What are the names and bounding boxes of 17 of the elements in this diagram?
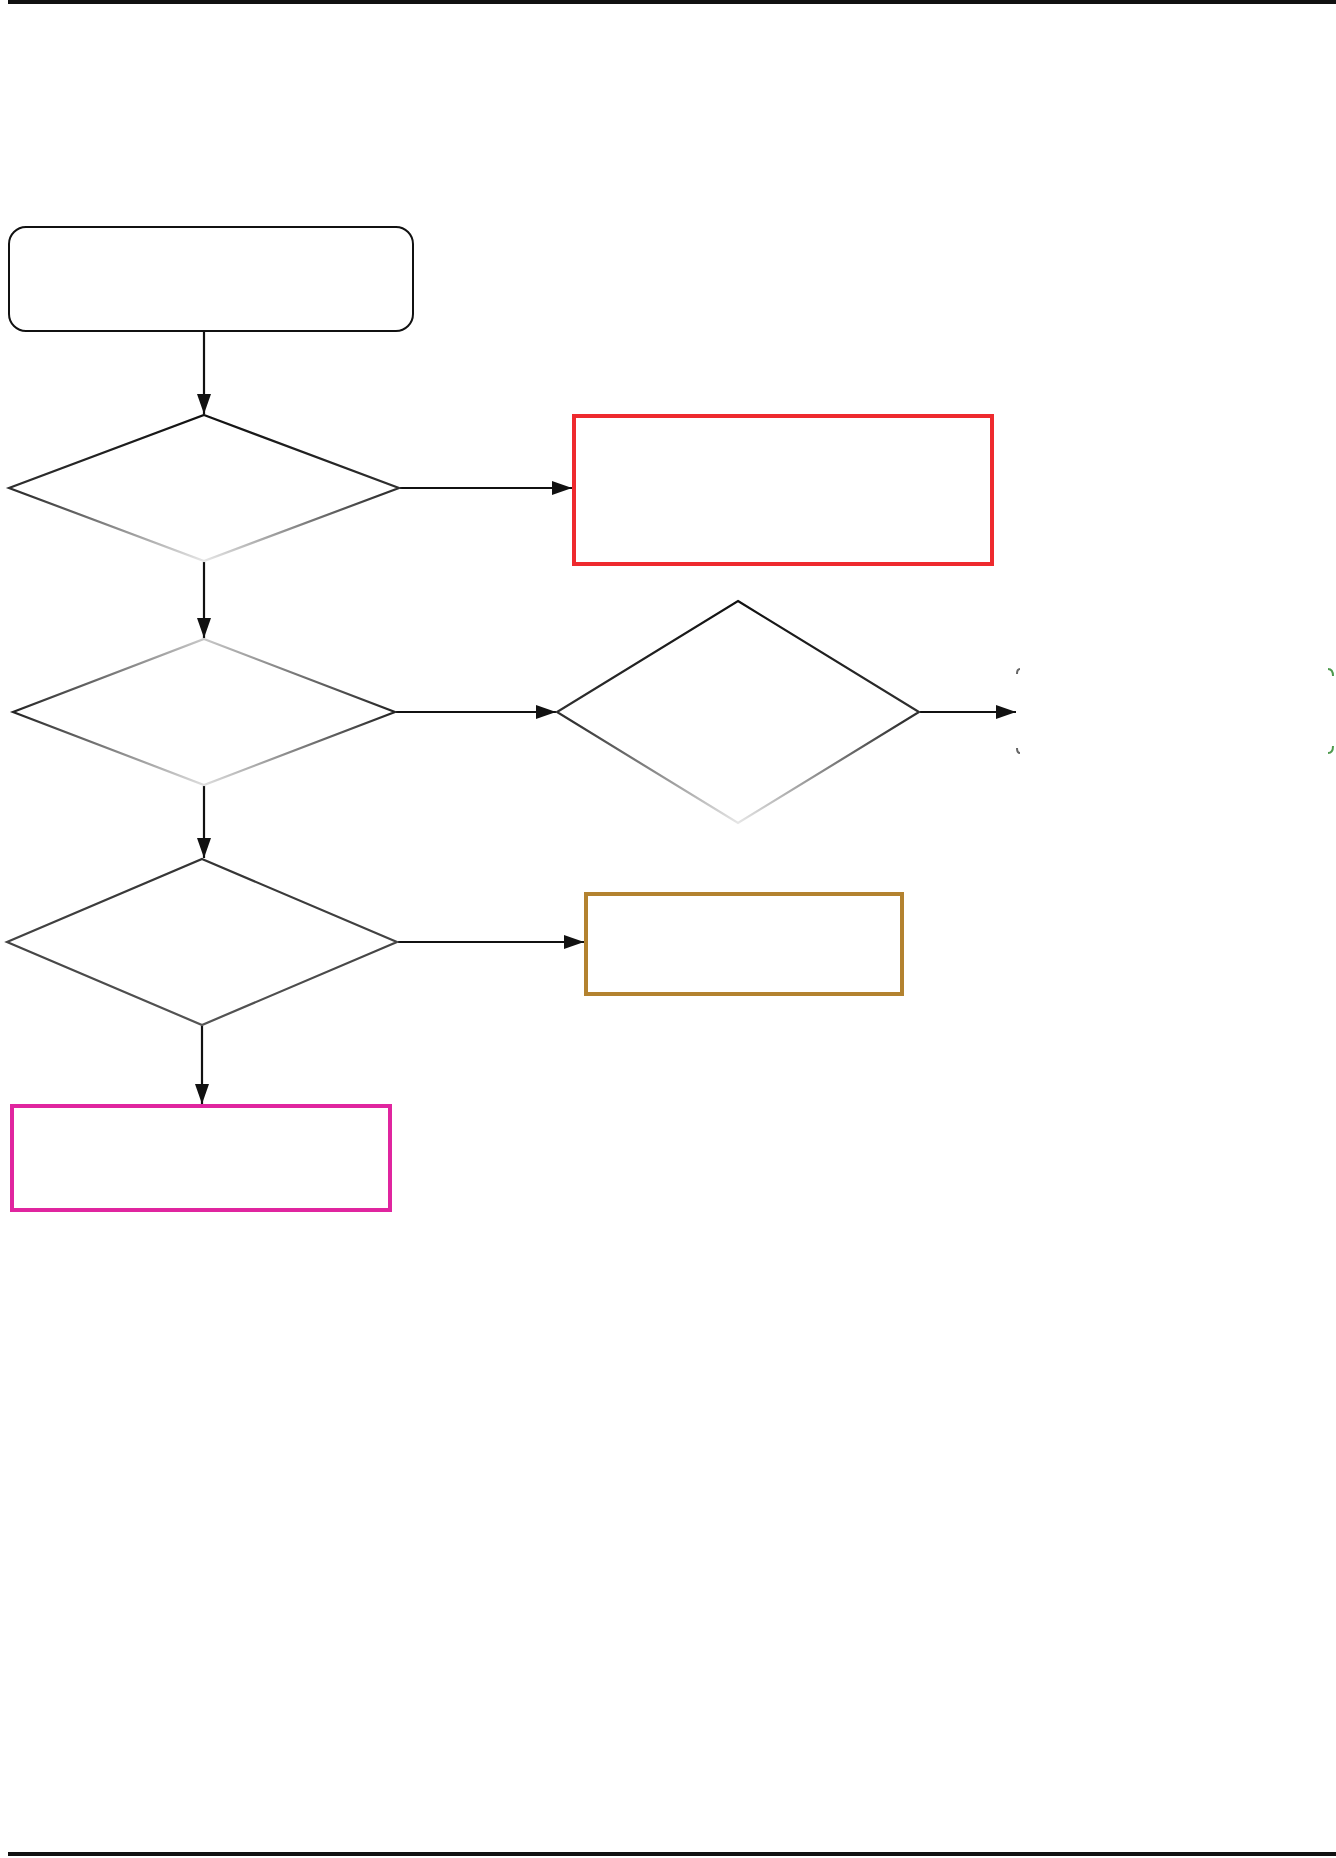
arrow [197, 786, 211, 858]
arrow [396, 705, 556, 719]
corner-marked-box [1016, 668, 1334, 754]
arrow [920, 705, 1016, 719]
arrow [197, 332, 211, 414]
process-box [572, 414, 994, 566]
arrow [400, 481, 572, 495]
decision-diamond [6, 858, 398, 1026]
decision-diamond [8, 414, 400, 562]
arrow [195, 1026, 209, 1104]
decision-diamond [12, 638, 396, 786]
decision-diamond [556, 600, 920, 824]
process-box [584, 892, 904, 996]
arrow [197, 562, 211, 638]
process-box [10, 1104, 392, 1212]
start-terminator-box [8, 226, 414, 332]
arrow [398, 935, 584, 949]
